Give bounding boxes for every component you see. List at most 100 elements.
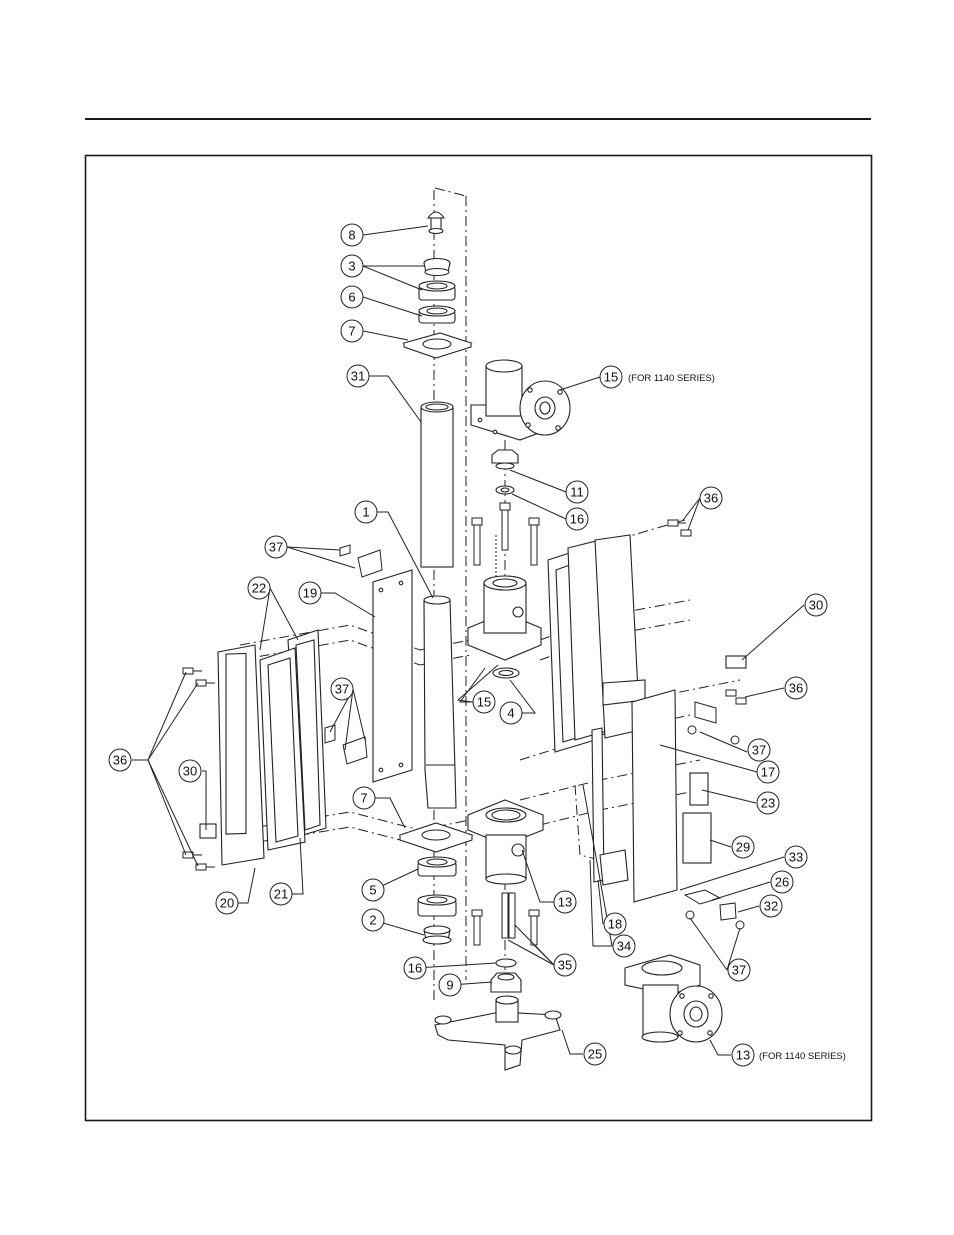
callout-13-mid <box>553 890 577 914</box>
callout-label: 33 <box>789 850 803 865</box>
callout-22 <box>247 576 271 600</box>
callout-21 <box>269 882 293 906</box>
callout-36-top <box>699 486 723 510</box>
callout-label: 37 <box>732 963 746 978</box>
callout-6 <box>340 285 364 309</box>
callout-label: 16 <box>408 961 422 976</box>
part-9-nut <box>490 958 522 993</box>
callout-label: 9 <box>446 978 453 993</box>
callout-label: 22 <box>252 581 266 596</box>
part-15-housing-1140 <box>470 359 571 441</box>
callout-label: 36 <box>789 681 803 696</box>
part-7-plate-lower <box>398 822 474 853</box>
callout-1 <box>354 500 378 524</box>
callout-label: 37 <box>752 743 766 758</box>
callout-26 <box>770 870 794 894</box>
callout-label: 16 <box>570 512 584 527</box>
part-25-base <box>434 995 562 1071</box>
callout-9 <box>438 973 462 997</box>
callout-5 <box>361 878 385 902</box>
callout-label: 32 <box>764 899 778 914</box>
callout-13-bottom <box>731 1043 755 1067</box>
part-13-housing-1140 <box>624 954 723 1043</box>
callout-31 <box>346 364 370 388</box>
left-panel-assembly <box>199 569 413 866</box>
callout-17 <box>756 760 780 784</box>
callout-label: 6 <box>348 290 355 305</box>
part-8-bolt-head <box>426 211 446 219</box>
callout-labels: 8 3 6 7 31 15 11 16 36 1 37 22 19 30 37 … <box>113 228 823 1063</box>
callout-bubbles <box>108 223 828 1067</box>
part-11-nut <box>491 449 519 495</box>
callout-label: 19 <box>303 586 317 601</box>
callout-label: 3 <box>348 259 355 274</box>
callout-19 <box>298 581 322 605</box>
callout-label: 30 <box>809 598 823 613</box>
callout-label: 21 <box>274 887 288 902</box>
callout-label: 20 <box>220 896 234 911</box>
part-13-housing-lower <box>467 799 544 885</box>
callout-32 <box>759 894 783 918</box>
part-36-screws-right <box>667 519 747 705</box>
callout-15-mid <box>472 690 496 714</box>
callout-label: 13 <box>736 1048 750 1063</box>
diagram-frame <box>84 154 873 1122</box>
callout-2 <box>361 908 385 932</box>
part-15-housing-middle <box>467 575 542 661</box>
callout-label: 5 <box>369 883 376 898</box>
part-30-label-right <box>725 655 747 669</box>
callout-label: 29 <box>736 840 750 855</box>
series-note-top: (FOR 1140 SERIES) <box>628 373 715 384</box>
callout-3 <box>340 254 364 278</box>
callout-7-top <box>340 319 364 343</box>
upper-bearing-stack <box>402 211 473 359</box>
part-19-panel <box>372 569 413 783</box>
part-16-washer-lower <box>495 958 517 968</box>
callout-label: 36 <box>113 753 127 768</box>
callout-36-left <box>108 748 132 772</box>
callout-7-lower <box>352 786 376 810</box>
callout-25 <box>583 1042 607 1066</box>
callout-label: 7 <box>360 791 367 806</box>
part-30-label-left <box>199 823 217 839</box>
callout-11 <box>565 480 589 504</box>
callout-label: 23 <box>761 796 775 811</box>
callout-label: 31 <box>351 369 365 384</box>
part-35-bolts <box>471 892 540 946</box>
callout-label: 7 <box>348 324 355 339</box>
callout-label: 37 <box>269 540 283 555</box>
lower-bearing-stack <box>417 856 457 945</box>
part-1-taper-tube <box>423 595 457 809</box>
callout-label: 2 <box>369 913 376 928</box>
callout-label: 4 <box>507 706 514 721</box>
header-rule <box>85 118 871 120</box>
callout-label: 36 <box>704 491 718 506</box>
callout-label: 17 <box>761 765 775 780</box>
right-panel-assembly <box>547 534 747 903</box>
part-17-panel <box>631 689 678 903</box>
callout-18 <box>603 912 627 936</box>
callout-8 <box>340 223 364 247</box>
callout-15-top <box>599 365 623 389</box>
callout-label: 34 <box>617 939 631 954</box>
callout-37-top <box>264 535 288 559</box>
callout-label: 8 <box>348 228 355 243</box>
callout-33 <box>784 845 808 869</box>
callout-label: 1 <box>362 505 369 520</box>
callout-label: 15 <box>477 695 491 710</box>
callout-16-lower <box>403 956 427 980</box>
callout-30-left <box>178 759 202 783</box>
callout-29 <box>731 835 755 859</box>
callout-37-right <box>747 738 771 762</box>
callout-label: 35 <box>558 958 572 973</box>
callout-label: 13 <box>558 895 572 910</box>
series-note-bottom: (FOR 1140 SERIES) <box>759 1051 846 1062</box>
callout-label: 11 <box>570 485 584 500</box>
callout-16-top <box>565 507 589 531</box>
callout-30-right <box>804 593 828 617</box>
callout-label: 18 <box>608 917 622 932</box>
callout-35 <box>553 953 577 977</box>
callout-label: 25 <box>588 1047 602 1062</box>
callout-label: 37 <box>335 682 349 697</box>
